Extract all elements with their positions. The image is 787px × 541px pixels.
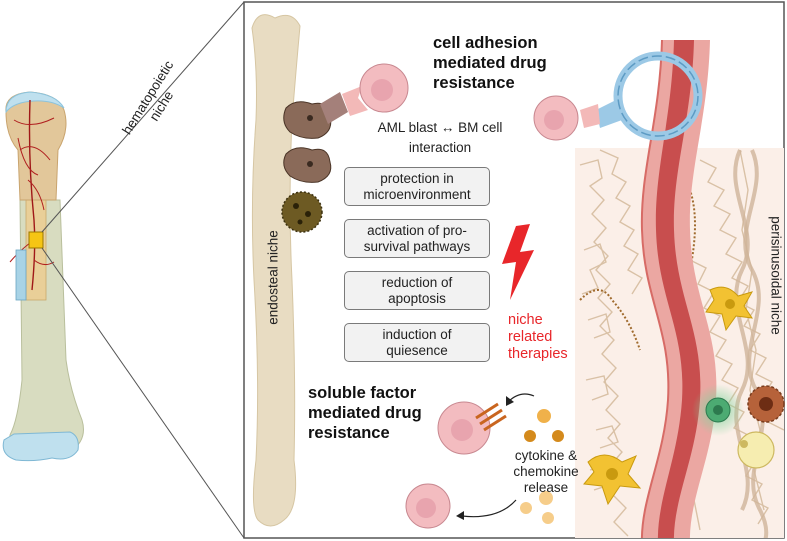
- femur-shaft: [9, 199, 84, 459]
- adhesion-receptor-left: [320, 92, 348, 124]
- femur-cap: [5, 91, 65, 114]
- osteoclast-cell-1: [283, 101, 332, 139]
- therapy-line3: therapies: [508, 346, 568, 362]
- cytokine-dot: [539, 491, 553, 505]
- zoom-line-top: [41, 1, 245, 233]
- soluble-title-line1: soluble factor: [308, 384, 417, 402]
- soluble-title-line2: mediated drug: [308, 404, 422, 422]
- cytokine-line1: cytokine &: [514, 448, 578, 463]
- femur-condyle: [2, 431, 79, 462]
- aml-blast-text: AML blast: [377, 120, 438, 135]
- mechanism-text: protection in: [380, 170, 454, 186]
- adipocyte-cell: [737, 431, 775, 469]
- adhesion-receptor-right: [342, 86, 368, 116]
- cytokine-arrow-bottom: [461, 499, 517, 518]
- zoom-line-bottom: [41, 247, 245, 539]
- receptor-icon: [475, 402, 507, 432]
- soluble-title-line3: resistance: [308, 424, 390, 442]
- perisinusoidal-niche-label: perisinusoidal niche: [768, 216, 784, 335]
- adhesion-title-line1: cell adhesion: [433, 34, 538, 52]
- bm-cell-text: BM cell: [458, 120, 503, 135]
- niche-highlight-box: [28, 231, 44, 249]
- adhesion-title-line2: mediated drug: [433, 54, 547, 72]
- blue-vessel: [15, 249, 27, 301]
- niche-therapies-label: niche related therapies: [508, 312, 568, 363]
- bidirectional-arrow-icon: ↔: [440, 120, 455, 135]
- osteoblast-cell: [281, 191, 323, 233]
- interaction-text: interaction: [408, 140, 472, 155]
- mechanism-box-survival: activation of pro-survival pathways: [344, 219, 490, 258]
- sinusoid-vessel-highlight: [640, 39, 670, 538]
- mechanism-text: apoptosis: [388, 290, 446, 306]
- cytokine-dot: [520, 502, 532, 514]
- endosteal-niche-label: endosteal niche: [265, 230, 281, 325]
- vascular-adhesion-receptor: [596, 100, 622, 128]
- cytokine-dot: [524, 430, 536, 442]
- cytokine-dot: [552, 430, 564, 442]
- mechanism-text: microenvironment: [363, 186, 471, 202]
- blood-vessel-red-2: [13, 117, 55, 211]
- cytokine-label: cytokine & chemokine release: [510, 448, 582, 496]
- femur-head: [5, 91, 67, 201]
- blood-vessel-red-1: [28, 99, 36, 291]
- mechanism-text: activation of pro-: [367, 222, 467, 238]
- therapy-line1: niche: [508, 312, 543, 328]
- cytokine-dot: [542, 512, 554, 524]
- mechanism-text: induction of: [382, 326, 452, 342]
- mechanism-text: quiesence: [386, 342, 448, 358]
- femur-illustration: [2, 91, 84, 462]
- interaction-label: AML blast ↔ BM cell interaction: [364, 118, 516, 158]
- soluble-title: soluble factor mediated drug resistance: [308, 383, 422, 443]
- sinusoid-vessel-lumen: [655, 40, 701, 538]
- adhesion-title: cell adhesion mediated drug resistance: [433, 33, 547, 93]
- mechanism-text: survival pathways: [363, 238, 471, 254]
- lightning-bolt-icon: [502, 224, 534, 300]
- adhesion-title-line3: resistance: [433, 74, 515, 92]
- mechanism-text: reduction of: [381, 274, 453, 290]
- therapy-line2: related: [508, 329, 553, 345]
- cytokine-line3: release: [523, 480, 569, 495]
- cytokine-line2: chemokine: [513, 464, 579, 479]
- cytokine-dot: [537, 409, 551, 423]
- endosteal-bone: [251, 14, 301, 527]
- dotted-fiber-1: [579, 289, 641, 351]
